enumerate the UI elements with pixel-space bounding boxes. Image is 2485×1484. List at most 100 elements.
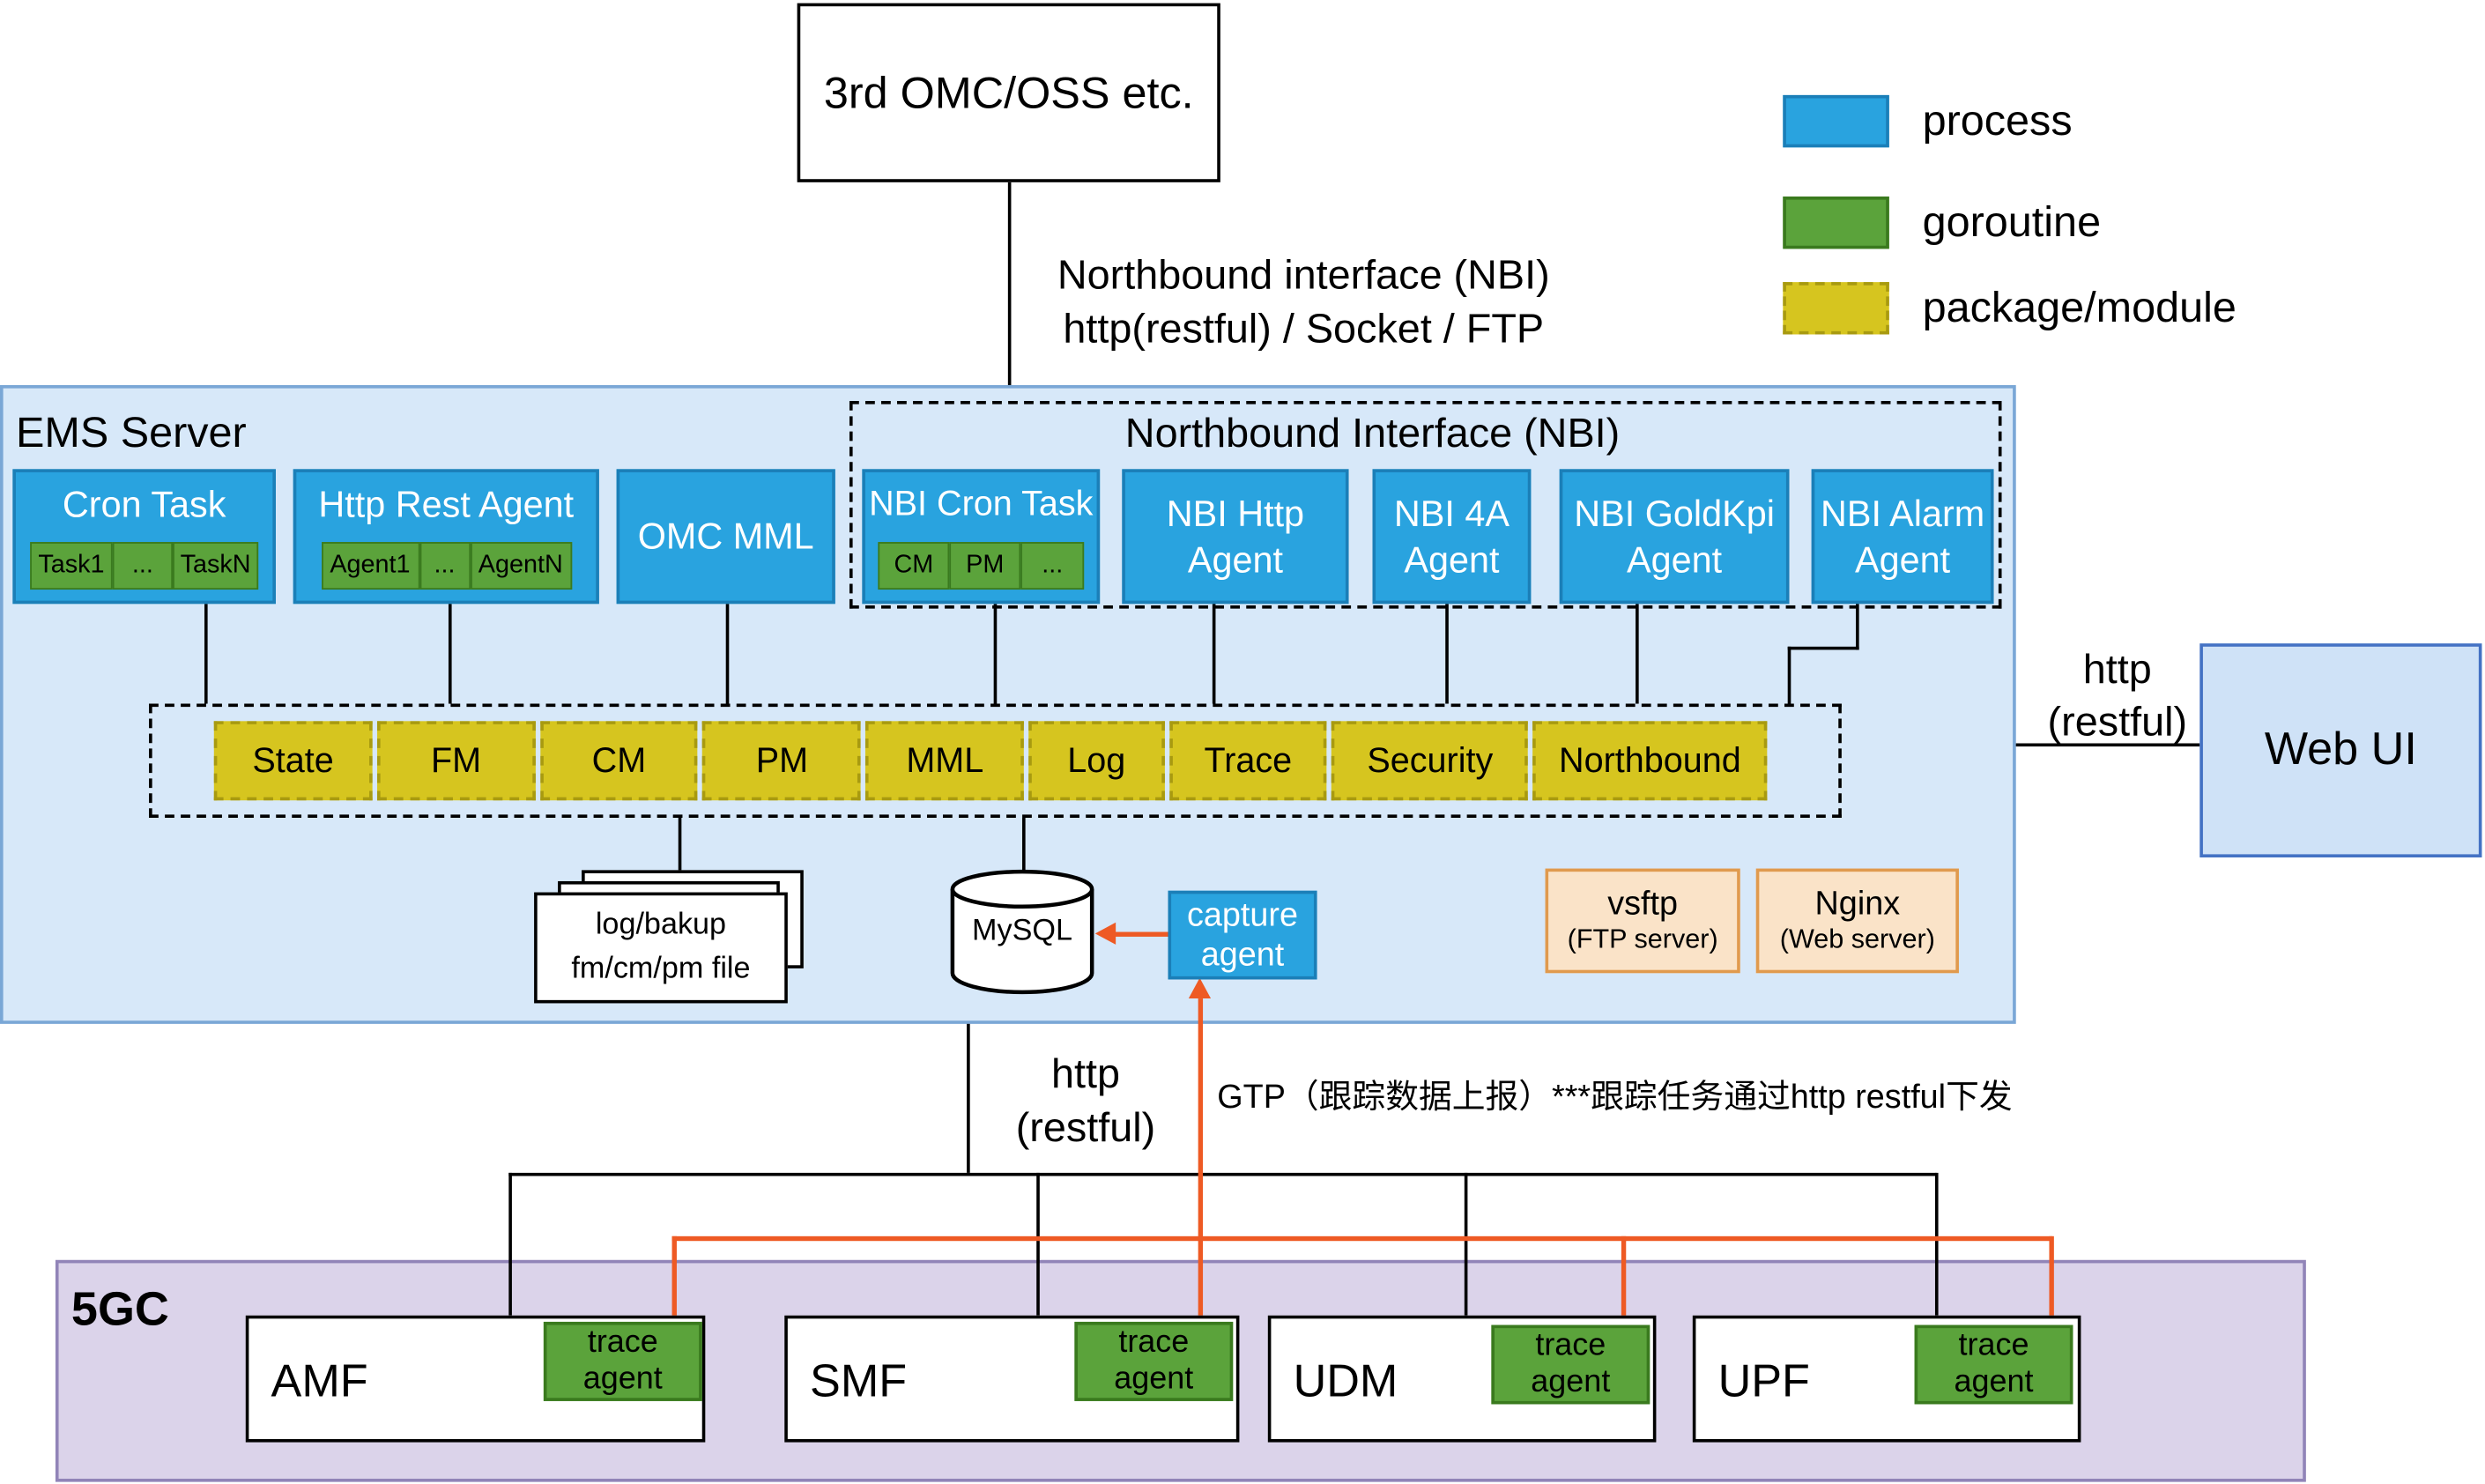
http-rest-agent-sub: Agent1 [321,542,419,590]
nf-label-amf: AMF [271,1355,368,1407]
fivegc-title: 5GC [70,1283,169,1337]
trace-agent-upf-label: trace agent [1954,1328,2034,1400]
nginx-line2: (Web server) [1779,924,1935,954]
vsftp-label: vsftp (FTP server) [1568,886,1718,955]
trace-agent-smf: trace agent [1074,1321,1234,1401]
cron-task-subs: Task1 ... TaskN [16,542,272,590]
nbi-group-title: Northbound Interface (NBI) [1124,409,1621,456]
nbi-http-agent-label: NBI Http Agent [1166,492,1305,580]
nbi-goldkpi-agent-label: NBI GoldKpi Agent [1574,492,1775,580]
web-ui-box: Web UI [2199,643,2482,857]
connector-httprest-modules [448,604,452,704]
nbi-link-line1: Northbound interface (NBI) [1057,250,1550,299]
connector-drop-upf [1934,1172,1939,1316]
capture-agent-label: capture agent [1187,896,1298,974]
vsftp-line1: vsftp [1607,886,1679,923]
connector-modules-files [678,818,682,897]
webui-link-caption: http (restful) [2029,643,2206,748]
nbi-link-line2: http(restful) / Socket / FTP [1063,304,1545,352]
legend-goroutine-swatch [1783,197,1889,249]
webui-link-line1: http [2082,644,2152,693]
cron-task-sub: Task1 [30,542,113,590]
mysql-label: MySQL [972,914,1072,948]
nf-label-smf: SMF [810,1355,908,1407]
connector-crontask-modules [204,604,208,704]
south-http-line1: http [1050,1049,1120,1097]
file-stack-page-front: log/bakup fm/cm/pm file [534,892,788,1004]
nbi-4a-agent-box: NBI 4A Agent [1372,469,1532,605]
nbi-cron-task-sub: ... [1020,542,1085,590]
connector-ems-webui [2015,743,2200,747]
modules-group-box [149,703,1842,819]
nbi-cron-task-sub: CM [878,542,950,590]
nbi-goldkpi-agent-box: NBI GoldKpi Agent [1559,469,1790,605]
http-rest-agent-sub: AgentN [470,542,572,590]
connector-modules-mysql [1022,818,1026,875]
connector-nbialarm-seg2 [1787,646,1859,650]
connector-nbicron-modules [993,604,998,704]
http-rest-agent-sub: ... [419,542,471,590]
nbi-cron-task-box: NBI Cron Task CM PM ... [862,469,1101,605]
module-pm: PM [702,721,862,801]
ems-server-title: EMS Server [15,409,247,456]
legend-process-label: process [1922,96,2073,145]
connector-5gc-bus [508,1172,1937,1176]
nbi-group-box [849,401,2002,609]
capture-mysql-line [1114,931,1168,937]
connector-drop-amf [508,1172,512,1316]
module-cm: CM [539,721,699,801]
trace-agent-smf-label: trace agent [1114,1324,1194,1397]
connector-nbi4a-modules [1445,604,1449,704]
connector-omc-to-ems [1007,182,1012,386]
cron-task-box: Cron Task Task1 ... TaskN [12,469,276,605]
trace-agent-amf-label: trace agent [582,1324,663,1397]
legend-process-swatch [1783,94,1889,148]
nbi-4a-agent-label: NBI 4A Agent [1393,492,1510,580]
external-omc-oss-label: 3rd OMC/OSS etc. [823,67,1194,117]
mysql-database: MySQL [948,867,1097,997]
http-rest-agent-box: Http Rest Agent Agent1 ... AgentN [293,469,599,605]
mysql-arrowhead-left-icon [1094,922,1116,945]
nbi-cron-task-subs: CM PM ... [865,542,1097,590]
connector-nbialarm-seg1 [1856,604,1859,650]
file-stack-line1: log/bakup [595,907,727,941]
web-ui-label: Web UI [2264,723,2417,775]
webui-link-line2: (restful) [2047,697,2188,746]
nbi-link-caption: Northbound interface (NBI) http(restful)… [1014,248,1592,355]
legend-goroutine-label: goroutine [1922,197,2102,246]
omc-mml-box: OMC MML [616,469,835,605]
module-trace: Trace [1168,721,1328,801]
connector-drop-udm [1464,1172,1468,1316]
legend-package-swatch [1783,282,1889,335]
connector-omcmml-modules [725,604,730,704]
nginx-line1: Nginx [1814,886,1901,923]
cron-task-sub: TaskN [173,542,259,590]
nf-label-upf: UPF [1717,1355,1810,1407]
legend-package-label: package/module [1922,283,2236,331]
nbi-alarm-agent-box: NBI Alarm Agent [1811,469,1994,605]
trace-agent-upf: trace agent [1914,1324,2073,1405]
file-stack-label: log/bakup fm/cm/pm file [571,902,750,993]
gtp-riser-line [1198,998,1203,1325]
module-fm: FM [376,721,536,801]
omc-mml-label: OMC MML [637,515,814,557]
connector-nbialarm-seg3 [1787,646,1791,704]
nbi-cron-task-sub: PM [949,542,1021,590]
module-log: Log [1028,721,1165,801]
file-stack-line2: fm/cm/pm file [571,952,751,986]
module-state: State [213,721,373,801]
trace-agent-amf: trace agent [543,1321,702,1401]
south-http-line2: (restful) [1015,1102,1156,1151]
nginx-label: Nginx (Web server) [1780,886,1935,955]
nbi-alarm-agent-label: NBI Alarm Agent [1820,492,1985,580]
connector-nbigoldkpi-modules [1636,604,1639,704]
capture-agent-box: capture agent [1168,890,1317,980]
connector-ems-5gc-trunk [967,1023,970,1173]
gtp-caption: GTP（跟踪数据上报）***跟踪任务通过http restful下发 [1217,1079,2013,1117]
http-rest-agent-subs: Agent1 ... AgentN [296,542,596,590]
cron-task-label: Cron Task [62,483,226,525]
vsftp-line2: (FTP server) [1567,924,1718,954]
gtp-drop-amf [671,1235,677,1329]
mysql-cylinder-icon [950,869,1094,995]
http-rest-agent-label: Http Rest Agent [318,483,575,525]
